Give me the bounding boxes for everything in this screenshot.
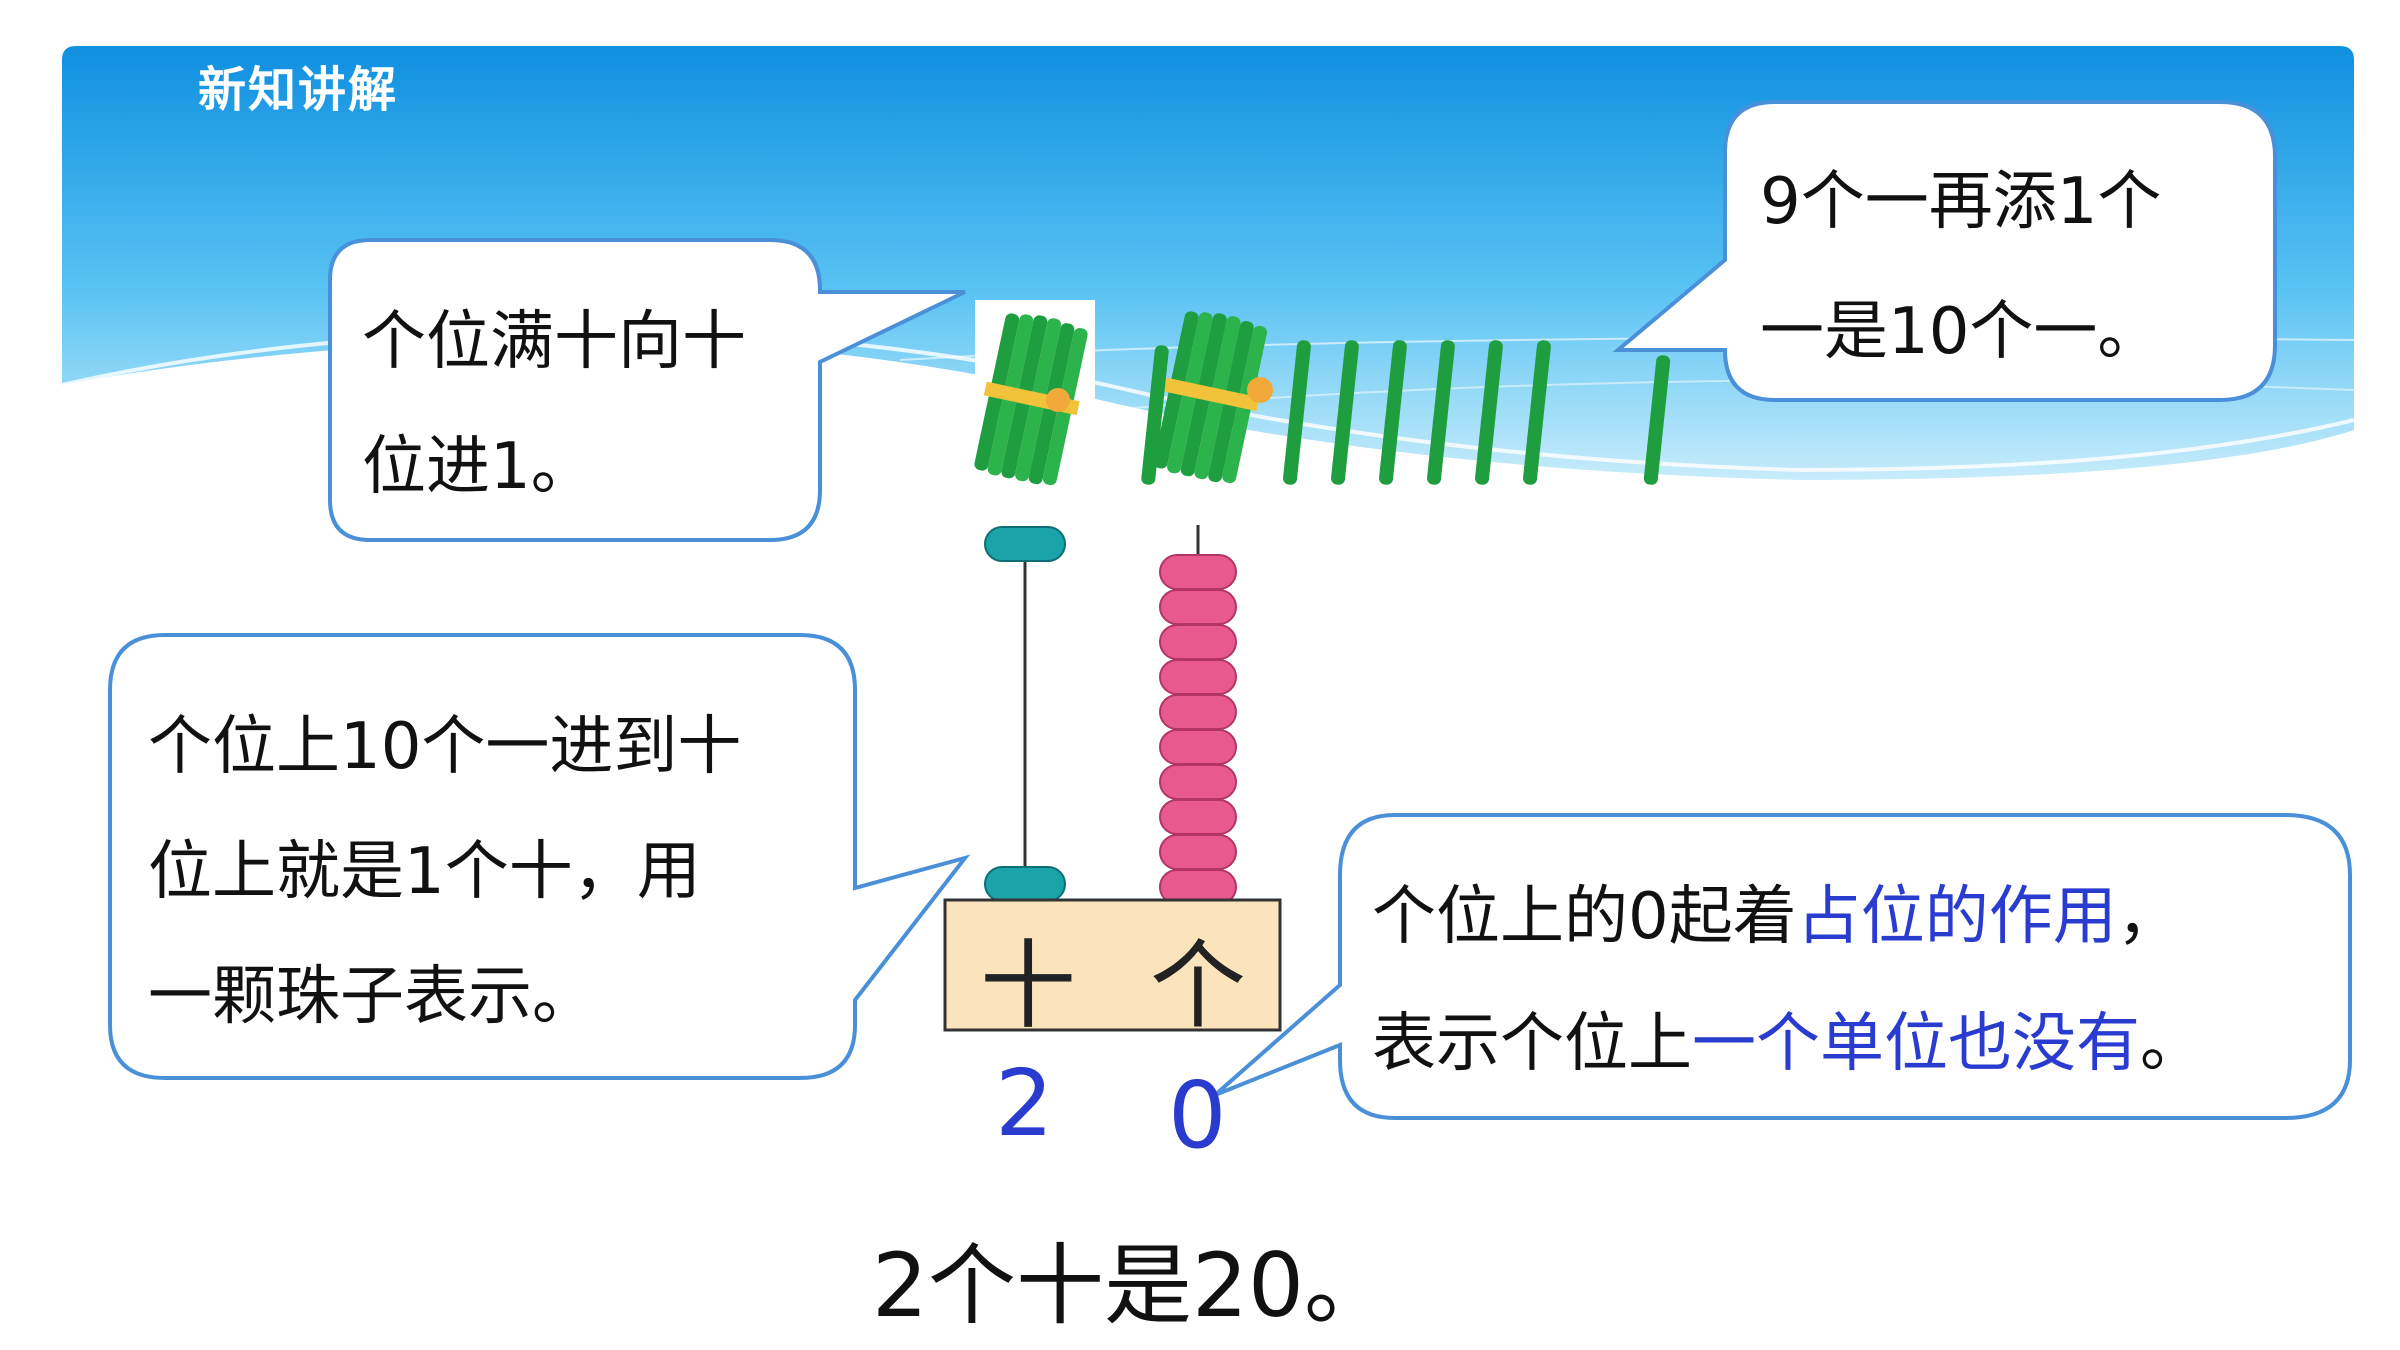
bubble-ten-line3: 一颗珠子表示。: [148, 960, 596, 1034]
bubble-zero-line2: 表示个位上一个单位也没有。: [1372, 1012, 2204, 1076]
bubble-zero-line1-c: ，: [2116, 880, 2181, 954]
tens-bead: [984, 866, 1066, 902]
bubble-zero-shape: [1213, 813, 2352, 1120]
abacus-base: [943, 898, 1282, 1032]
bubbles: [108, 100, 2352, 1120]
bubble-zero-highlight-2: 一个单位也没有: [1692, 1007, 2140, 1081]
page-title: 新知讲解: [198, 62, 399, 118]
bubble-ten-shape: [108, 633, 971, 1080]
bubble-ten-line1: 个位上10个一进到十: [148, 710, 742, 784]
ones-beads: [1159, 554, 1237, 905]
bubble-nine-line1: 9个一再添1个: [1760, 165, 2162, 239]
bubble-zero-line1-a: 个位上的0起着: [1372, 880, 1797, 954]
bubble-carry-shape: [328, 238, 966, 542]
ones-place-label: 个: [1150, 930, 1246, 1042]
stick-bundle-tens: [974, 300, 1095, 490]
bubble-zero-line2-a: 表示个位上: [1372, 1007, 1692, 1081]
bubble-zero-highlight-1: 占位的作用: [1796, 880, 2117, 954]
conclusion-text: 2个十是20。: [872, 1234, 1392, 1337]
tens-place-label: 十: [980, 930, 1076, 1042]
abacus: [943, 525, 1282, 1032]
stick-bundle-ones: [1153, 311, 1273, 484]
bubble-zero-line1: 个位上的0起着占位的作用，: [1372, 885, 2181, 949]
bubble-zero-line2-c: 。: [2140, 1007, 2204, 1081]
bubble-ten-line2: 位上就是1个十，用: [148, 835, 701, 909]
single-sticks: [1141, 340, 1671, 485]
tens-bead: [984, 526, 1066, 562]
ones-digit: 0: [1168, 1062, 1227, 1169]
bubble-nine-shape: [1612, 100, 2277, 402]
bubble-carry-line1: 个位满十向十: [362, 305, 746, 379]
tens-digit: 2: [995, 1050, 1054, 1157]
bubble-carry-line2: 位进1。: [362, 430, 595, 504]
bubble-nine-line2: 一是10个一。: [1760, 295, 2162, 369]
